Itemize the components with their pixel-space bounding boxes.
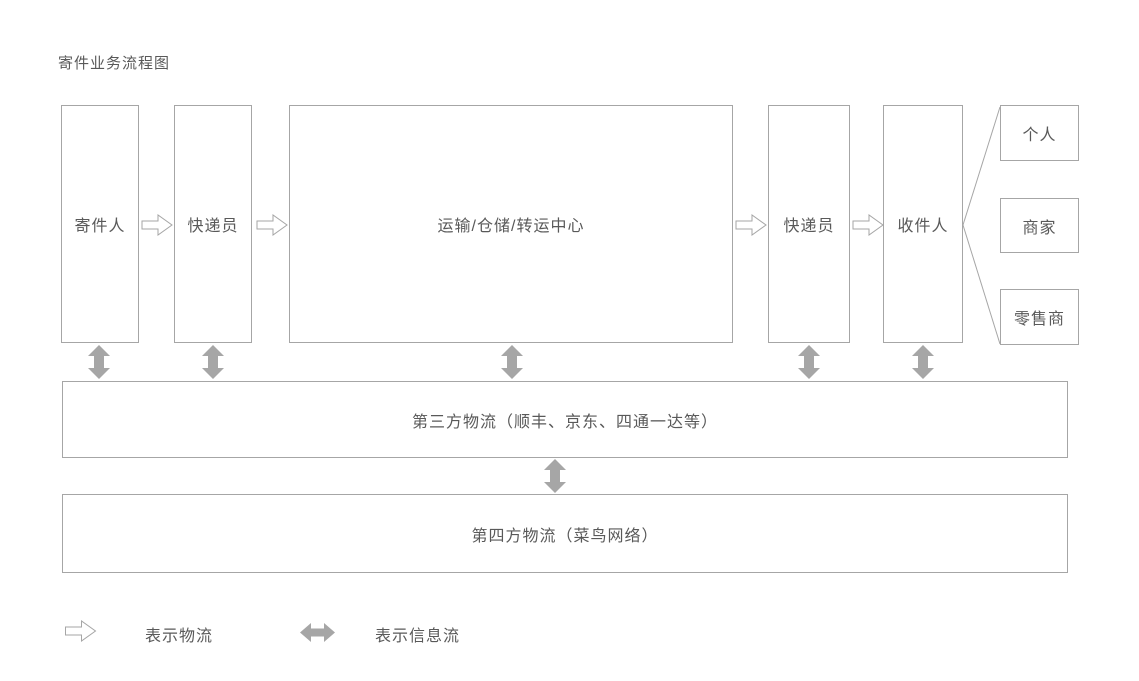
- node-sender-label: 寄件人: [74, 218, 126, 235]
- info-flow-arrow-icon: [501, 345, 523, 379]
- legend-material-flow-label: 表示物流: [145, 628, 214, 645]
- node-courier-delivery-label: 快递员: [783, 218, 835, 235]
- node-retailer-label: 零售商: [1013, 311, 1065, 328]
- material-flow-arrow-icon: [852, 214, 884, 236]
- node-individual: 个人: [1000, 105, 1079, 161]
- connector-line-recipient-retailer: [962, 224, 1001, 345]
- legend-info-flow-arrow-icon: [300, 623, 335, 642]
- info-flow-arrow-icon: [798, 345, 820, 379]
- material-flow-arrow-icon: [141, 214, 173, 236]
- diagram-title: 寄件业务流程图: [58, 55, 171, 72]
- info-flow-arrow-icon: [544, 459, 566, 493]
- legend-info-flow-label: 表示信息流: [375, 628, 461, 645]
- node-fourth-party-logistics: 第四方物流（菜鸟网络）: [62, 494, 1068, 573]
- node-transit-center: 运输/仓储/转运中心: [289, 105, 733, 343]
- node-transit-center-label: 运输/仓储/转运中心: [437, 218, 585, 235]
- info-flow-arrow-icon: [912, 345, 934, 379]
- material-flow-arrow-icon: [735, 214, 767, 236]
- node-fourth-party-logistics-label: 第四方物流（菜鸟网络）: [471, 527, 659, 545]
- node-courier-pickup-label: 快递员: [187, 218, 239, 235]
- node-courier-delivery: 快递员: [768, 105, 850, 343]
- node-third-party-logistics-label: 第三方物流（顺丰、京东、四通一达等）: [411, 413, 718, 431]
- node-third-party-logistics: 第三方物流（顺丰、京东、四通一达等）: [62, 381, 1068, 458]
- node-recipient: 收件人: [883, 105, 963, 343]
- node-merchant-label: 商家: [1022, 219, 1057, 237]
- connector-line-recipient-individual: [962, 106, 1001, 226]
- material-flow-arrow-icon: [256, 214, 288, 236]
- node-courier-pickup: 快递员: [174, 105, 252, 343]
- node-merchant: 商家: [1000, 198, 1079, 253]
- legend-material-flow-arrow-icon: [65, 620, 97, 642]
- node-retailer: 零售商: [1000, 289, 1079, 345]
- node-sender: 寄件人: [61, 105, 139, 343]
- node-recipient-label: 收件人: [897, 218, 949, 235]
- info-flow-arrow-icon: [88, 345, 110, 379]
- info-flow-arrow-icon: [202, 345, 224, 379]
- node-individual-label: 个人: [1022, 127, 1057, 144]
